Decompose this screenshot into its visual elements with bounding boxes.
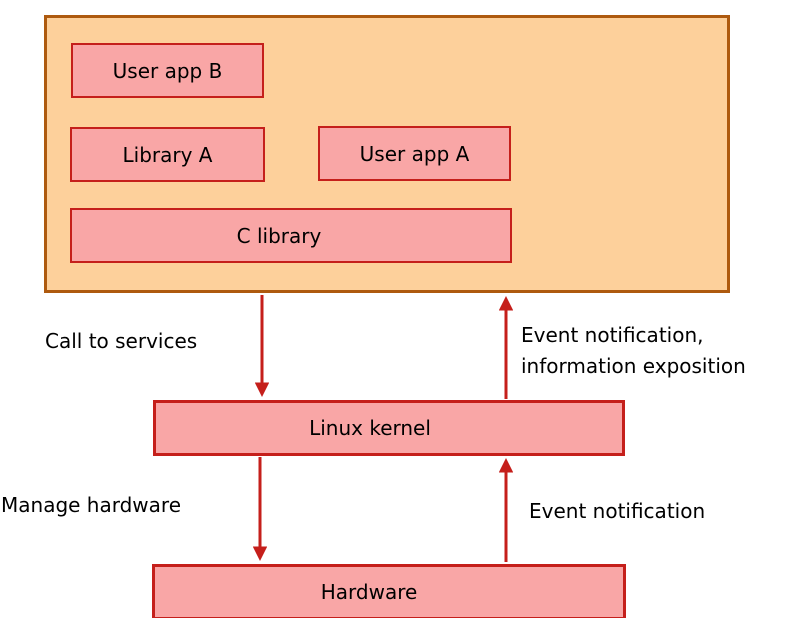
user-app-b-box: User app B [71,43,264,98]
linux-kernel-label: Linux kernel [309,416,431,440]
event-notification-exposition-line1: Event notification, [521,323,704,347]
user-app-b-label: User app B [112,58,223,83]
user-app-a-box: User app A [318,126,511,181]
call-to-services-label: Call to services [45,329,198,353]
event-notification-exposition-line2: information exposition [521,354,746,378]
hardware-label: Hardware [320,580,418,604]
c-library-label: C library [236,223,322,248]
user-app-a-label: User app A [359,141,470,166]
linux-kernel-box: Linux kernel [153,400,625,456]
event-notification-exposition-label: Event notification, information expositi… [521,320,746,382]
hardware-box: Hardware [152,564,626,618]
library-a-box: Library A [70,127,265,182]
event-notification-label: Event notification [529,499,706,523]
manage-hardware-label: Manage hardware [1,493,181,517]
c-library-box: C library [70,208,512,263]
library-a-label: Library A [122,142,213,167]
